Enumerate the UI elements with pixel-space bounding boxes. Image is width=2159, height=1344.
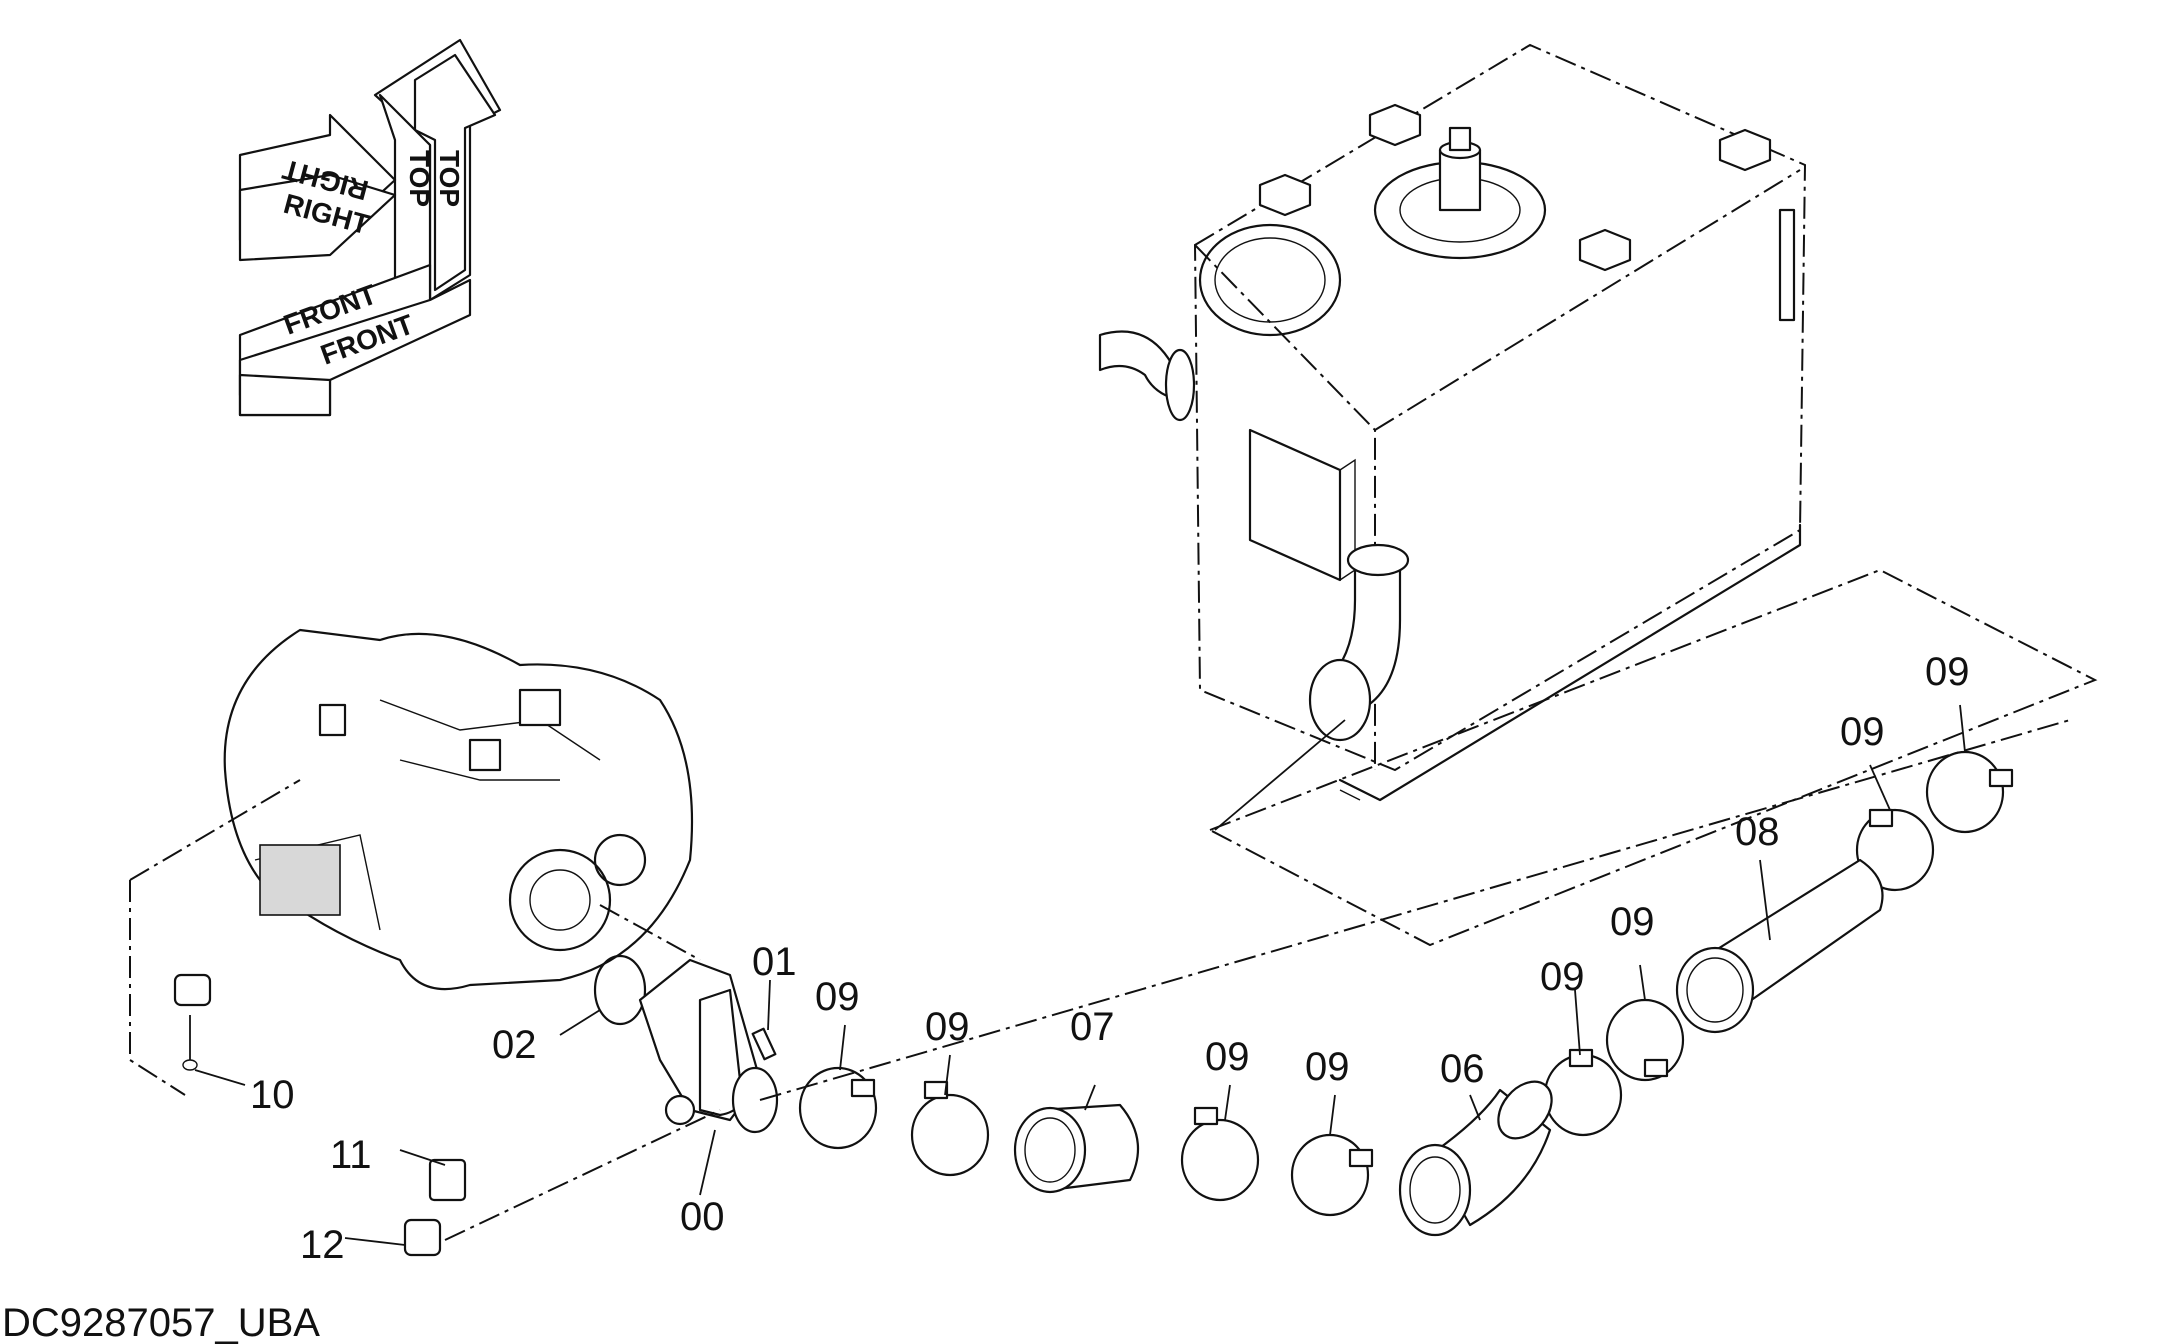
part-label-09-e: 09 [1540, 955, 1585, 999]
part-label-09-c: 09 [1205, 1035, 1250, 1079]
part-label-12: 12 [300, 1223, 345, 1267]
hose-clamp-5 [1543, 1048, 1623, 1137]
suction-elbow [638, 958, 779, 1134]
hydraulic-tank-outline [1098, 43, 2098, 947]
leader-lines [194, 704, 1966, 1246]
part-label-09-g: 09 [1840, 710, 1885, 754]
o-ring [593, 954, 647, 1026]
hose-clamp-7 [1855, 808, 1935, 892]
part-label-11: 11 [330, 1133, 372, 1177]
part-label-02: 02 [492, 1023, 537, 1067]
hose-clamp-1 [798, 1066, 878, 1150]
top-label: TOP [434, 150, 465, 207]
part-label-06: 06 [1440, 1047, 1485, 1091]
orientation-indicator: RIGHT RIGHT TOP TOP FRONT FRONT [238, 38, 502, 417]
part-label-09-f: 09 [1610, 900, 1655, 944]
bolt [751, 1027, 777, 1061]
suction-hose-bent [1398, 1080, 1553, 1237]
drawing-code: DC9287057_UBA [2, 1301, 320, 1344]
part-label-07: 07 [1070, 1005, 1115, 1049]
part-label-00: 00 [680, 1195, 725, 1239]
part-label-08: 08 [1735, 810, 1780, 854]
part-label-09-a: 09 [815, 975, 860, 1019]
part-label-10: 10 [250, 1073, 295, 1117]
part-label-01: 01 [752, 940, 797, 984]
suction-pipe [1675, 858, 1884, 1034]
hose-clamp-2 [910, 1080, 990, 1177]
part-label-09-d: 09 [1305, 1045, 1350, 1089]
hydraulic-pump-assembly [223, 628, 701, 991]
hose-clamp-6 [1605, 998, 1685, 1082]
hose-clamp-3 [1180, 1106, 1260, 1202]
top-label-inverted: TOP [404, 150, 435, 207]
part-label-09-b: 09 [925, 1005, 970, 1049]
suction-hose-straight [1013, 1103, 1140, 1194]
hose-clamp-8 [1925, 750, 2014, 834]
hose-clamp-4 [1290, 1133, 1374, 1217]
part-label-09-h: 09 [1925, 650, 1970, 694]
hose-assembly [173, 966, 467, 1257]
